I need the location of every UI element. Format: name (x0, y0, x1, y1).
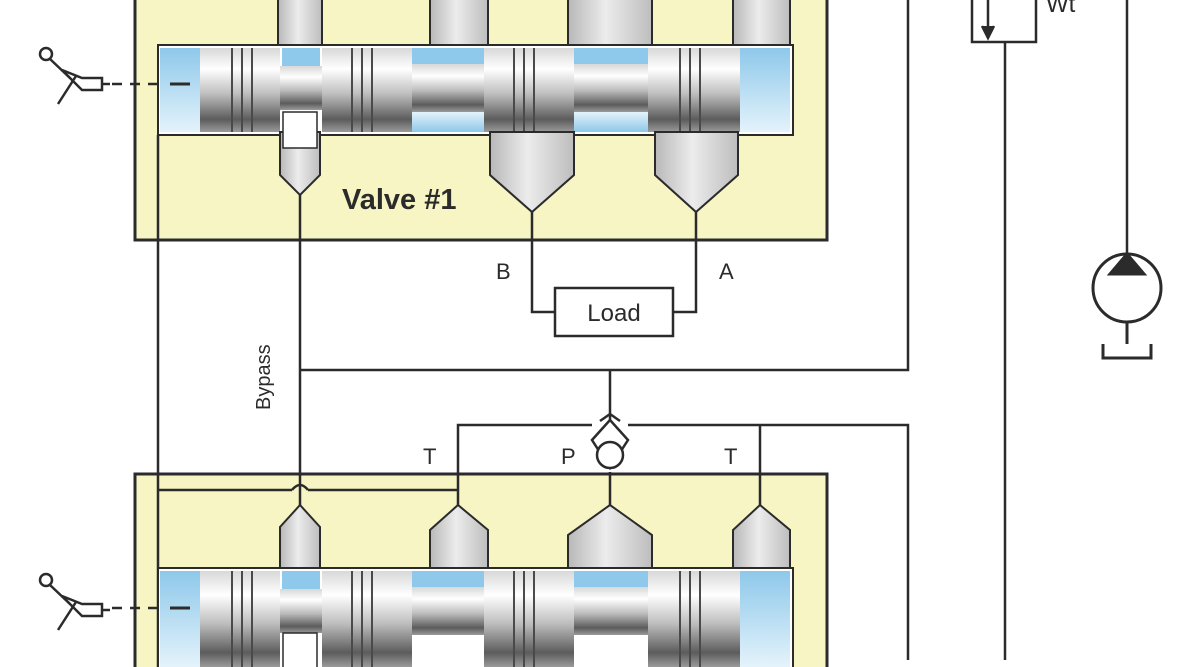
valve-1-port-top-4 (732, 0, 791, 51)
valve-1-port-a (654, 131, 739, 214)
load-label: Load (587, 300, 640, 327)
port-t-right-label: T (724, 444, 737, 469)
valve-1-port-top-1 (277, 0, 323, 51)
tank-icon (1101, 344, 1153, 360)
port-b-label: B (496, 259, 511, 284)
valve-2 (133, 472, 829, 667)
port-p-label: P (561, 444, 576, 469)
lever-handle-icon (38, 572, 110, 631)
valve-1: Valve #1 (133, 0, 829, 242)
bypass-label: Bypass (253, 344, 275, 410)
port-a-label: A (719, 259, 734, 284)
pump-icon (1091, 251, 1163, 344)
load-box: Load (553, 286, 675, 338)
valve-1-port-top-3 (567, 0, 653, 51)
check-valve-icon (590, 412, 630, 471)
valve-1-port-top-2 (429, 0, 489, 51)
port-t-left-label: T (423, 444, 436, 469)
valve-1-port-b (489, 131, 575, 214)
lever-handle-icon (38, 46, 110, 105)
relief-valve-icon (970, 0, 1038, 44)
valve-1-label: Valve #1 (342, 184, 457, 216)
relief-label: Wt (1046, 0, 1076, 18)
